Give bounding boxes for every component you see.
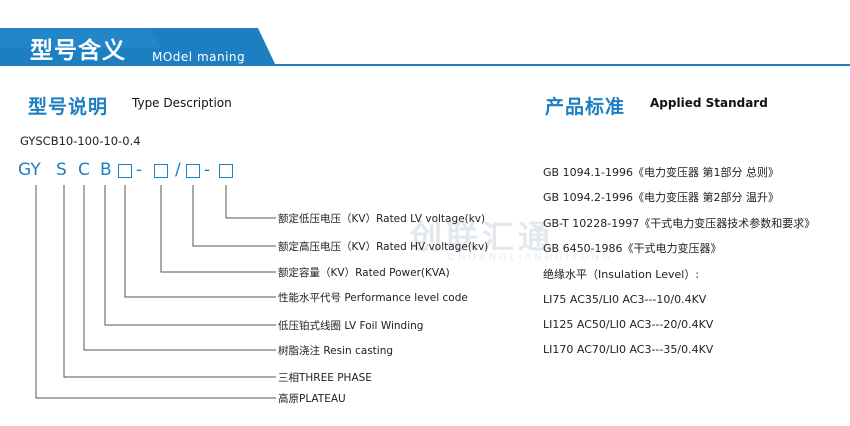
code-s: S (56, 160, 67, 180)
insulation-title: 绝缘水平（Insulation Level）: (543, 268, 700, 281)
code-box-lv (219, 164, 233, 178)
insulation-item: LI125 AC50/LI0 AC3---20/0.4KV (543, 318, 714, 331)
code-dash-1: - (136, 160, 143, 180)
code-box-power (154, 164, 168, 178)
code-b: B (100, 160, 112, 180)
code-box-hv (186, 164, 200, 178)
type-section-subtitle: Type Description (132, 96, 232, 110)
model-example: GYSCB10-100-10-0.4 (20, 134, 141, 148)
code-dash-2: - (204, 160, 211, 180)
desc-three-phase: 三相THREE PHASE (278, 372, 372, 384)
code-slash: / (175, 160, 181, 180)
standard-section-title: 产品标准 (545, 96, 626, 118)
standard-section-subtitle: Applied Standard (650, 96, 768, 110)
insulation-item: LI170 AC70/LI0 AC3---35/0.4KV (543, 343, 714, 356)
desc-rated-power: 额定容量（KV）Rated Power(KVA) (278, 267, 450, 279)
header-bar: 型号含义 MOdel maning (0, 28, 850, 68)
watermark-text: 创联汇通 (410, 218, 555, 256)
desc-lv-voltage: 额定低压电压（KV）Rated LV voltage(kv) (278, 213, 486, 225)
insulation-item: LI75 AC35/LI0 AC3---10/0.4KV (543, 293, 707, 306)
header-banner-shape (0, 28, 850, 66)
desc-performance-level: 性能水平代号 Performance level code (278, 292, 468, 304)
code-c: C (78, 160, 90, 180)
desc-lv-foil-winding: 低压铂式线圈 LV Foil Winding (278, 320, 424, 332)
desc-hv-voltage: 额定高压电压（KV）Rated HV voltage(kv) (278, 241, 489, 253)
code-gy: GY (18, 160, 41, 180)
header-title: 型号含义 (30, 38, 126, 64)
standard-item: GB-T 10228-1997《干式电力变压器技术参数和要求》 (543, 217, 816, 230)
standard-item: GB 1094.2-1996《电力变压器 第2部分 温升》 (543, 191, 780, 204)
watermark-subtext: CHUANGLIANHUITONG (448, 252, 613, 263)
standard-item: GB 6450-1986《干式电力变压器》 (543, 242, 722, 255)
code-box-performance (118, 164, 132, 178)
desc-resin-casting: 树脂浇注 Resin casting (278, 345, 394, 357)
header-subtitle: MOdel maning (152, 50, 246, 64)
desc-plateau: 高原PLATEAU (278, 393, 346, 405)
type-section-title: 型号说明 (28, 96, 109, 118)
standard-item: GB 1094.1-1996《电力变压器 第1部分 总则》 (543, 166, 780, 179)
